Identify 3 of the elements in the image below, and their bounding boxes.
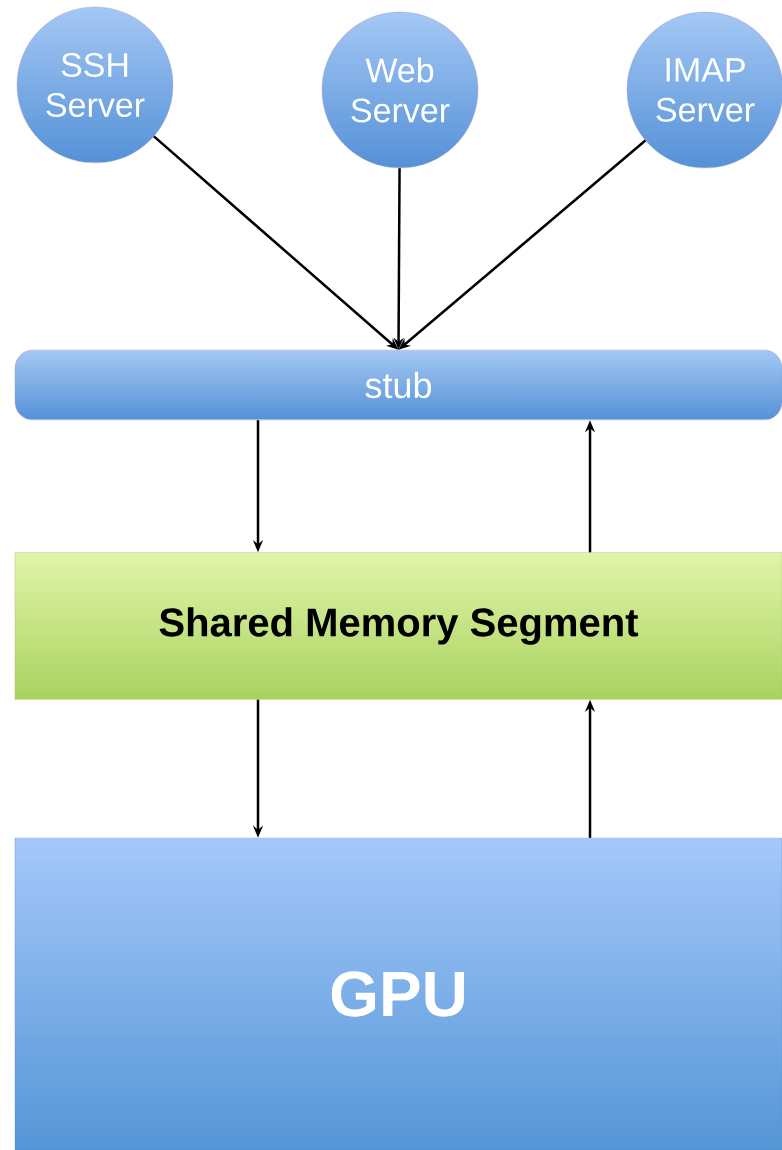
gpu-box: GPU (14, 837, 782, 1150)
memory-segment-box: Shared Memory Segment (14, 552, 782, 700)
stub-bar: stub (14, 349, 782, 421)
